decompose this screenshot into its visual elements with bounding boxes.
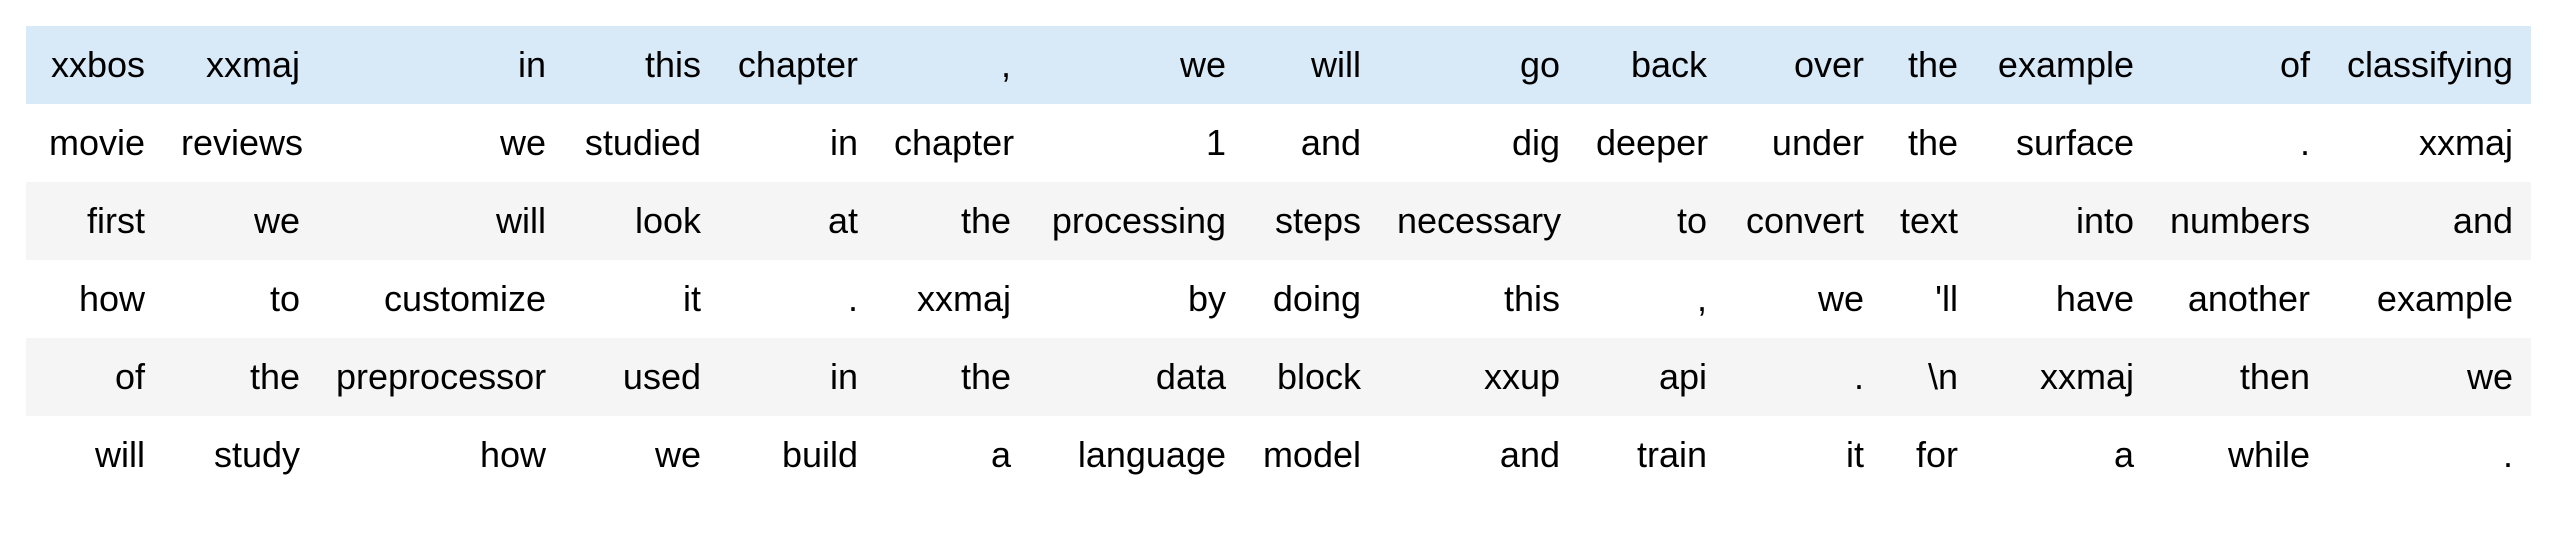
token-cell: it [683,278,701,319]
token-cell: . [847,278,858,319]
token-cell: how [479,434,546,475]
token-cell: the [1907,44,1958,85]
token-table: xxbos xxmaj in this chapter , we will go… [26,26,2531,494]
token-cell: , [1000,44,1011,85]
token-cell: in [829,356,858,397]
token-cell: and [1499,434,1560,475]
token-cell: , [1696,278,1707,319]
table-row: will study how we build a language model… [26,416,2531,494]
token-cell: in [829,122,858,163]
token-cell: numbers [2170,200,2311,241]
token-cell: . [1853,356,1864,397]
token-cell: while [2227,434,2310,475]
token-cell: under [1771,122,1864,163]
token-cell: language [1077,434,1226,475]
token-table-body: xxbos xxmaj in this chapter , we will go… [26,26,2531,494]
token-cell: used [622,356,701,397]
token-cell: . [2502,434,2513,475]
table-row: of the preprocessor used in the data blo… [26,338,2531,416]
token-cell: doing [1272,278,1361,319]
token-cell: train [1636,434,1707,475]
token-cell: example [1997,44,2134,85]
token-cell: then [2239,356,2310,397]
token-cell: look [634,200,701,241]
token-cell: this [644,44,701,85]
token-cell: . [2299,122,2310,163]
token-cell: xxmaj [2418,122,2513,163]
token-cell: dig [1511,122,1560,163]
token-cell: chapter [737,44,858,85]
token-cell: the [249,356,300,397]
token-cell: example [2376,278,2513,319]
token-cell: go [1519,44,1560,85]
token-cell: have [2055,278,2134,319]
token-cell: another [2187,278,2310,319]
token-cell: the [960,200,1011,241]
token-cell: back [1630,44,1707,85]
token-cell: and [2452,200,2513,241]
table-row: how to customize it . xxmaj by doing thi… [26,260,2531,338]
token-cell: a [990,434,1011,475]
token-cell: the [960,356,1011,397]
token-cell: this [1503,278,1560,319]
token-cell: steps [1274,200,1361,241]
token-cell: classifying [2346,44,2513,85]
token-cell: data [1155,356,1226,397]
token-cell: of [2279,44,2310,85]
token-cell: customize [383,278,546,319]
token-cell: to [1676,200,1707,241]
token-cell: processing [1051,200,1226,241]
table-row: xxbos xxmaj in this chapter , we will go… [26,26,2531,104]
token-cell: will [95,434,145,475]
table-row: first we will look at the processing ste… [26,182,2531,260]
token-cell: reviews [181,122,304,163]
token-cell: xxmaj [2039,356,2134,397]
token-cell: at [827,200,858,241]
token-cell: it [1846,434,1864,475]
token-cell: preprocessor [336,356,547,397]
token-cell: by [1187,278,1226,319]
token-cell: necessary [1397,200,1562,241]
token-cell: 1 [1205,122,1226,163]
token-cell: block [1276,356,1361,397]
token-cell: build [781,434,858,475]
token-cell: text [1900,200,1959,241]
token-cell: model [1262,434,1361,475]
token-cell: the [1907,122,1958,163]
token-cell: of [114,356,145,397]
token-cell: to [269,278,300,319]
token-cell: we [1179,44,1226,85]
token-cell: in [517,44,546,85]
token-cell: xxmaj [916,278,1011,319]
token-cell: will [496,200,546,241]
token-cell: over [1793,44,1864,85]
token-cell: deeper [1596,122,1709,163]
token-cell: first [87,200,145,241]
token-cell: study [213,434,300,475]
token-cell: and [1300,122,1361,163]
token-cell: xxmaj [205,44,300,85]
token-cell: movie [48,122,145,163]
token-cell: \n [1927,356,1958,397]
token-cell: for [1915,434,1958,475]
token-cell: a [2113,434,2134,475]
token-cell: we [654,434,701,475]
token-cell: we [1817,278,1864,319]
token-cell: xxbos [50,44,145,85]
token-cell: convert [1745,200,1864,241]
token-cell: surface [2015,122,2134,163]
token-cell: 'll [1935,278,1958,319]
token-cell: studied [584,122,701,163]
token-cell: will [1311,44,1361,85]
token-cell: xxup [1483,356,1560,397]
token-cell: we [2466,356,2513,397]
token-cell: api [1658,356,1707,397]
token-cell: we [499,122,546,163]
token-cell: chapter [894,122,1015,163]
token-cell: into [2075,200,2134,241]
token-cell: how [78,278,145,319]
table-row: movie reviews we studied in chapter 1 an… [26,104,2531,182]
token-cell: we [253,200,300,241]
